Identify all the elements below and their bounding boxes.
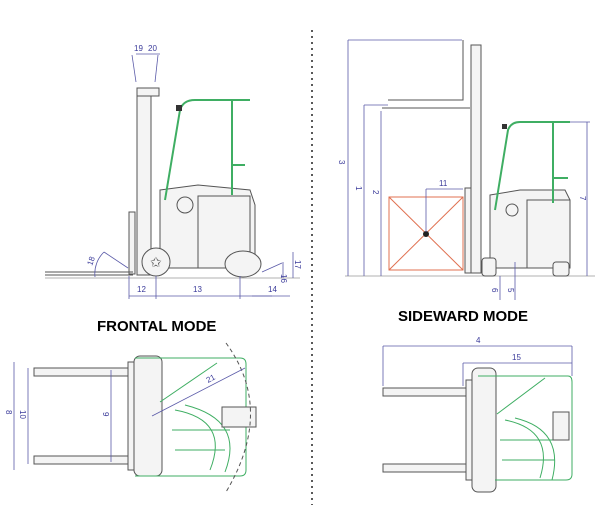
dim-label-18: 18 [85,255,97,267]
frontal-mode-title: FRONTAL MODE [97,318,216,335]
fork-top [33,367,131,377]
seat-grille [500,417,560,481]
dim-label-7: 7 [578,196,587,201]
dim-label-8: 8 [4,410,13,415]
mast-assembly [133,355,163,477]
wheel-hub-star-icon: ✩ [150,254,162,270]
dim-ext [261,262,283,273]
rear-wheel [552,261,570,277]
mast-assembly [471,367,497,493]
dim-label-10: 10 [18,410,27,419]
overhead-guard-outline [478,375,573,481]
guard-brace [496,377,546,415]
sideward-top-view: 4 15 [382,336,573,493]
counterweight [526,199,571,269]
dim-line-21 [151,367,246,417]
dim-label-17: 17 [293,260,302,269]
gauge-circle [176,196,194,214]
raised-fork [388,40,464,101]
dim-label-1: 1 [354,186,363,191]
dim-label-6: 6 [490,288,499,293]
dim-label-4: 4 [476,336,481,345]
dim-label-11: 11 [439,179,448,188]
mast [470,44,482,274]
dim-label-14: 14 [268,285,277,294]
dim-label-19: 19 [134,44,143,53]
fork-carriage [128,211,136,275]
dim-arc-18 [94,251,105,278]
dim-label-13: 13 [193,285,202,294]
dim-label-15: 15 [512,353,521,362]
sideward-mode-title: SIDEWARD MODE [398,308,528,325]
rear-wheel [552,411,570,441]
dim-ext-19 [131,54,137,83]
sideward-side-view: 3 1 2 11 7 6 5 [337,39,595,300]
seat-grille [172,404,231,473]
overhead-guard-front [494,121,570,211]
guard-brace [159,362,218,403]
dim-label-3: 3 [337,160,346,165]
dim-label-12: 12 [137,285,146,294]
overhead-guard-front [164,99,250,201]
dim-label-2: 2 [371,190,380,195]
rear-wheel [221,406,257,428]
frontal-top-view: 8 10 9 21 [4,342,257,493]
frontal-side-view: ✩ 19 20 12 13 14 18 16 17 [45,44,302,299]
fork-carriage [464,187,472,274]
carriage [465,379,473,481]
fork-bottom [33,455,131,465]
fork-bottom [382,463,467,473]
mast [136,89,152,276]
mirror [176,105,182,111]
mast-top [136,87,160,97]
dim-ext [103,251,129,269]
gauge-circle [505,203,519,217]
fork-top [382,387,467,397]
dim-label-16: 16 [279,274,288,283]
load-center-of-gravity [423,231,429,237]
dim-label-20: 20 [148,44,157,53]
mirror [502,124,507,129]
dim-label-9: 9 [101,412,110,417]
rear-wheel [224,250,262,278]
dim-label-5: 5 [506,288,515,293]
front-wheel [481,257,497,277]
dim-ext-20 [154,54,159,83]
